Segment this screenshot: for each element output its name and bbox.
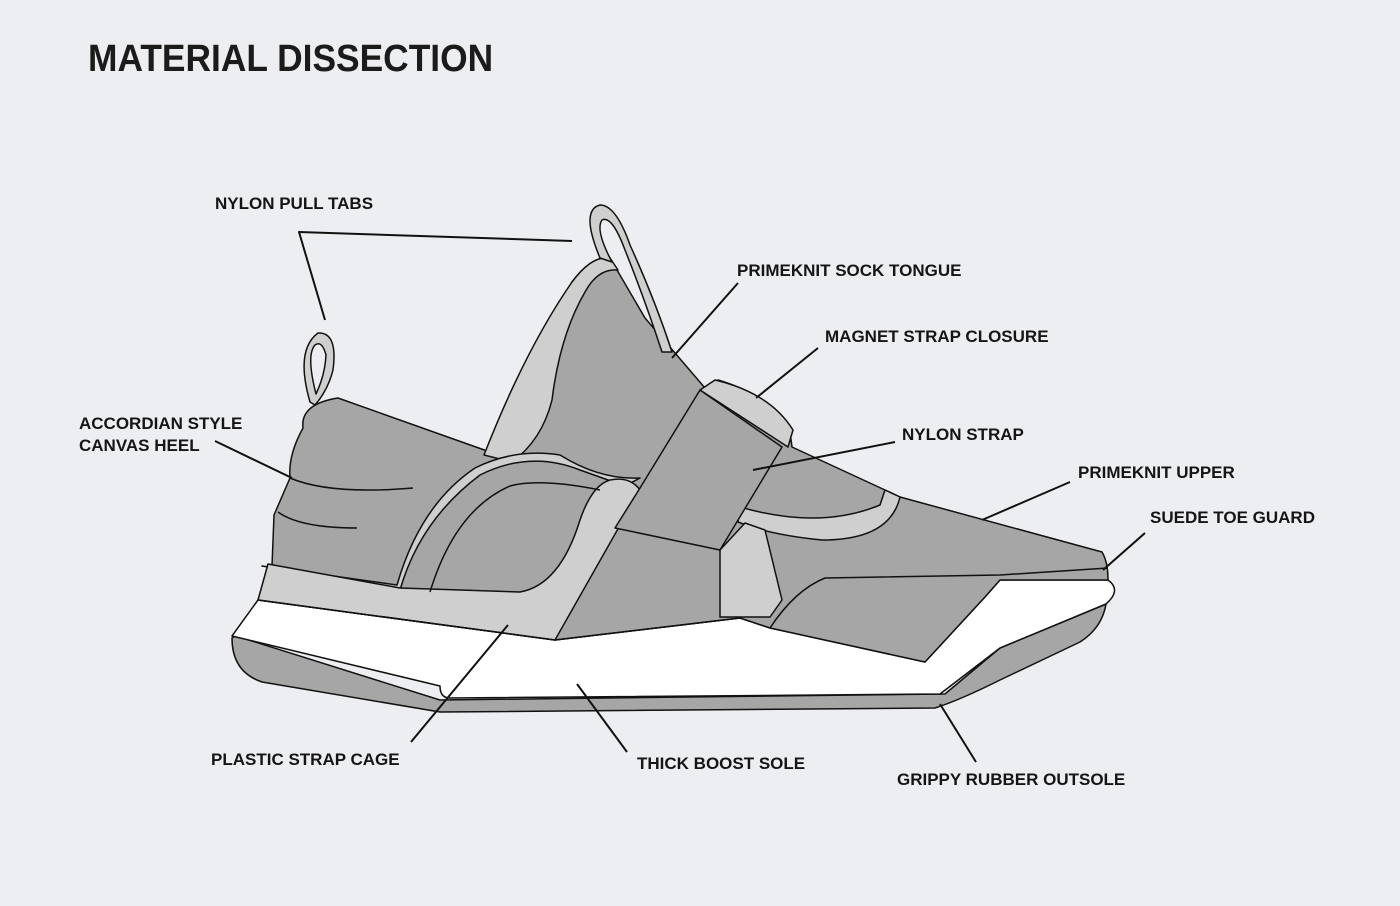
label-primeknit-upper: PRIMEKNIT UPPER bbox=[1078, 463, 1235, 482]
pull-tab-heel bbox=[303, 332, 335, 406]
cage-inner-line bbox=[429, 482, 601, 593]
label-accordian-line1: ACCORDIAN STYLE bbox=[79, 414, 243, 433]
instep-band bbox=[737, 489, 901, 541]
leader-lines bbox=[214, 231, 1146, 763]
tongue-collar bbox=[483, 256, 619, 463]
heel-fold-2 bbox=[277, 511, 358, 529]
plastic-strap-cage bbox=[261, 452, 641, 591]
label-primeknit-sock-tongue: PRIMEKNIT SOCK TONGUE bbox=[737, 261, 962, 280]
plastic-heel-band bbox=[257, 478, 641, 641]
rubber-outsole bbox=[231, 603, 1107, 713]
label-suede-toe-guard: SUEDE TOE GUARD bbox=[1150, 508, 1315, 527]
label-grippy-rubber-outsole: GRIPPY RUBBER OUTSOLE bbox=[897, 770, 1126, 789]
pull-tab-top bbox=[589, 204, 673, 353]
label-nylon-pull-tabs: NYLON PULL TABS bbox=[215, 194, 374, 213]
side-panel bbox=[719, 522, 783, 618]
heel-fold-1 bbox=[289, 477, 414, 491]
label-plastic-strap-cage: PLASTIC STRAP CAGE bbox=[211, 750, 400, 769]
label-thick-boost-sole: THICK BOOST SOLE bbox=[637, 754, 806, 773]
label-accordian-line2: CANVAS HEEL bbox=[79, 436, 200, 455]
magnet-closure bbox=[699, 379, 794, 448]
label-nylon-strap: NYLON STRAP bbox=[902, 425, 1024, 444]
nylon-strap bbox=[614, 389, 783, 551]
sole-top-line bbox=[257, 599, 741, 641]
label-magnet-strap-closure: MAGNET STRAP CLOSURE bbox=[825, 327, 1049, 346]
page-title: MATERIAL DISSECTION bbox=[88, 38, 494, 80]
toe-panel-line bbox=[769, 567, 1109, 629]
